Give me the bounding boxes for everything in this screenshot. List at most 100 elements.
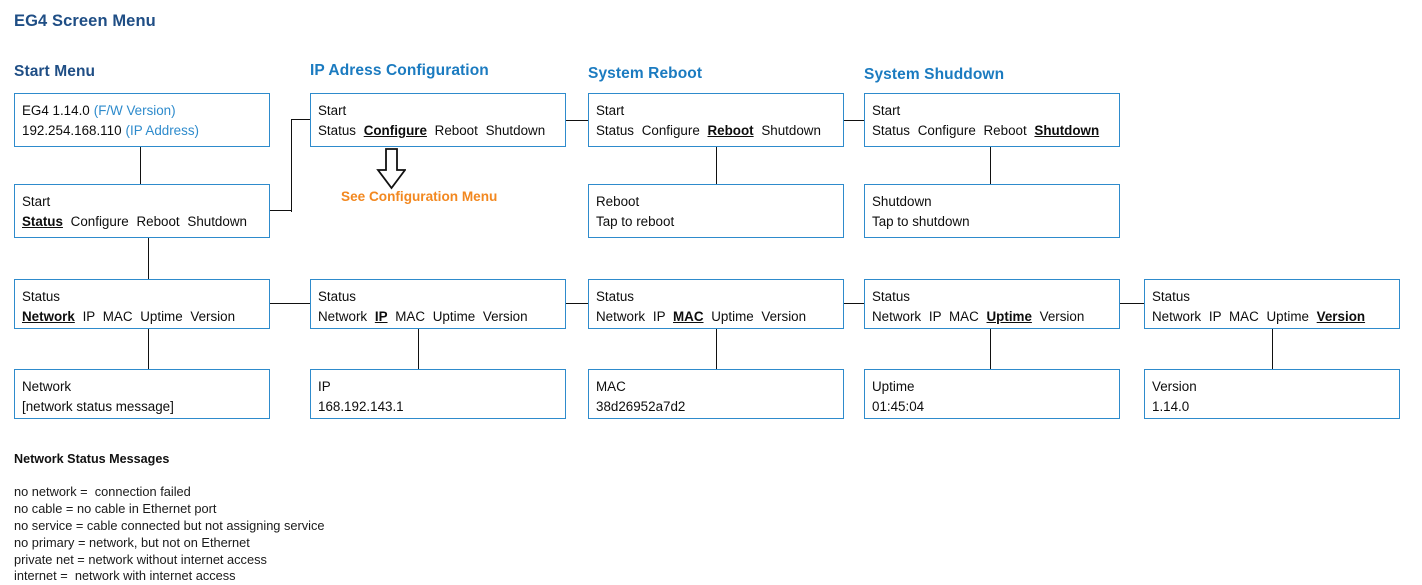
menu-item-configure[interactable]: Configure — [70, 213, 129, 229]
menu-item-status[interactable]: Status — [22, 213, 63, 229]
box-title: Status — [596, 289, 634, 304]
box-reboot-action[interactable]: Reboot Tap to reboot — [588, 184, 844, 238]
status-item-ip[interactable]: IP — [82, 308, 95, 324]
status-item-mac[interactable]: MAC — [102, 308, 133, 324]
box-status-ip[interactable]: Status Network IP MAC Uptime Version — [310, 279, 566, 329]
status-items: Network IP MAC Uptime Version — [22, 307, 262, 327]
connector-config-to-reboot — [565, 120, 589, 121]
menu-item-shutdown[interactable]: Shutdown — [1034, 122, 1100, 138]
menu-item-configure[interactable]: Configure — [641, 122, 700, 138]
status-item-ip[interactable]: IP — [1208, 308, 1222, 324]
box-title: Start — [872, 103, 901, 118]
box-start-menu-configure[interactable]: Start Status Configure Reboot Shutdown — [310, 93, 566, 147]
status-item-version[interactable]: Version — [190, 308, 236, 324]
menu-item-shutdown[interactable]: Shutdown — [187, 213, 247, 229]
status-item-version[interactable]: Version — [761, 308, 807, 324]
status-item-version[interactable]: Version — [482, 308, 528, 324]
menu-item-reboot[interactable]: Reboot — [434, 122, 478, 138]
box-detail-mac[interactable]: MAC 38d26952a7d2 — [588, 369, 844, 419]
notes-title: Network Status Messages — [14, 452, 170, 466]
connector-elbow-bottom — [269, 210, 292, 211]
status-item-version[interactable]: Version — [1316, 308, 1366, 324]
box-title: IP — [318, 379, 331, 394]
box-status-mac[interactable]: Status Network IP MAC Uptime Version — [588, 279, 844, 329]
status-item-network[interactable]: Network — [318, 308, 368, 324]
status-item-uptime[interactable]: Uptime — [140, 308, 183, 324]
notes-list: no network = connection failed no cable … — [14, 484, 325, 585]
status-items: Network IP MAC Uptime Version — [1152, 307, 1392, 327]
box-detail-version[interactable]: Version 1.14.0 — [1144, 369, 1400, 419]
box-title: Shutdown — [872, 194, 932, 209]
box-start-menu-status[interactable]: Start Status Configure Reboot Shutdown — [14, 184, 270, 238]
menu-item-status[interactable]: Status — [872, 122, 910, 138]
status-item-uptime[interactable]: Uptime — [711, 308, 754, 324]
column-header-system-shutdown: System Shuddown — [864, 66, 1005, 83]
menu-item-shutdown[interactable]: Shutdown — [485, 122, 546, 138]
note-line: internet = network with internet access — [14, 568, 236, 584]
note-line: no network = connection failed — [14, 484, 191, 499]
box-detail-uptime[interactable]: Uptime 01:45:04 — [864, 369, 1120, 419]
status-items: Network IP MAC Uptime Version — [318, 307, 558, 327]
box-detail: Tap to reboot — [596, 213, 675, 229]
status-items: Network IP MAC Uptime Version — [596, 307, 836, 327]
box-title: Status — [22, 289, 60, 304]
box-title: Status — [872, 289, 910, 304]
box-title: Status — [318, 289, 356, 304]
box-title: Network — [22, 379, 72, 394]
see-configuration-menu-note: See Configuration Menu — [341, 189, 498, 204]
box-start-menu-reboot[interactable]: Start Status Configure Reboot Shutdown — [588, 93, 844, 147]
box-shutdown-action[interactable]: Shutdown Tap to shutdown — [864, 184, 1120, 238]
note-line: no primary = network, but not on Etherne… — [14, 534, 250, 550]
note-line: no service = cable connected but not ass… — [14, 517, 325, 533]
status-item-network[interactable]: Network — [1152, 308, 1202, 324]
box-title: Version — [1152, 379, 1197, 394]
status-item-uptime[interactable]: Uptime — [986, 308, 1032, 324]
status-item-mac[interactable]: MAC — [673, 308, 704, 324]
box-splash-screen[interactable]: EG4 1.14.0(F/W Version) 192.254.168.110(… — [14, 93, 270, 147]
status-item-ip[interactable]: IP — [374, 308, 388, 324]
status-item-mac[interactable]: MAC — [1229, 308, 1259, 324]
splash-line-1: EG4 1.14.0(F/W Version) — [22, 103, 176, 118]
status-item-network[interactable]: Network — [596, 308, 646, 324]
connector-start-to-status — [148, 237, 149, 279]
menu-item-shutdown[interactable]: Shutdown — [761, 122, 821, 138]
status-item-uptime[interactable]: Uptime — [432, 308, 476, 324]
box-value: 01:45:04 — [872, 398, 925, 414]
menu-item-reboot[interactable]: Reboot — [707, 122, 754, 138]
column-header-system-reboot: System Reboot — [588, 65, 703, 82]
page-title: EG4 Screen Menu — [14, 12, 156, 30]
menu-item-configure[interactable]: Configure — [363, 122, 427, 138]
box-title: Reboot — [596, 194, 640, 209]
box-value: 168.192.143.1 — [318, 398, 404, 414]
status-item-uptime[interactable]: Uptime — [1266, 308, 1309, 324]
status-item-network[interactable]: Network — [22, 308, 75, 324]
menu-item-reboot[interactable]: Reboot — [983, 122, 1027, 138]
box-status-version[interactable]: Status Network IP MAC Uptime Version — [1144, 279, 1400, 329]
splash-line-2: 192.254.168.110(IP Address) — [22, 122, 199, 138]
status-item-version[interactable]: Version — [1039, 308, 1085, 324]
box-title: Start — [22, 194, 51, 209]
box-detail-ip[interactable]: IP 168.192.143.1 — [310, 369, 566, 419]
box-title: Start — [318, 103, 347, 118]
menu-item-configure[interactable]: Configure — [917, 122, 976, 138]
menu-item-status[interactable]: Status — [596, 122, 634, 138]
status-item-ip[interactable]: IP — [652, 308, 666, 324]
status-item-mac[interactable]: MAC — [949, 308, 979, 324]
status-item-mac[interactable]: MAC — [395, 308, 426, 324]
box-status-network[interactable]: Status Network IP MAC Uptime Version — [14, 279, 270, 329]
connector-status-network-to-detail — [148, 329, 149, 369]
box-title: MAC — [596, 379, 626, 394]
status-item-ip[interactable]: IP — [928, 308, 942, 324]
status-item-network[interactable]: Network — [872, 308, 922, 324]
menu-item-status[interactable]: Status — [318, 122, 356, 138]
connector-splash-to-start — [140, 147, 141, 188]
box-value: 38d26952a7d2 — [596, 398, 686, 414]
note-line: private net = network without internet a… — [14, 551, 267, 567]
box-title: Uptime — [872, 379, 915, 394]
connector-status-version-to-detail — [1272, 329, 1273, 369]
box-detail-network[interactable]: Network [network status message] — [14, 369, 270, 419]
box-status-uptime[interactable]: Status Network IP MAC Uptime Version — [864, 279, 1120, 329]
box-start-menu-shutdown[interactable]: Start Status Configure Reboot Shutdown — [864, 93, 1120, 147]
menu-item-reboot[interactable]: Reboot — [136, 213, 180, 229]
